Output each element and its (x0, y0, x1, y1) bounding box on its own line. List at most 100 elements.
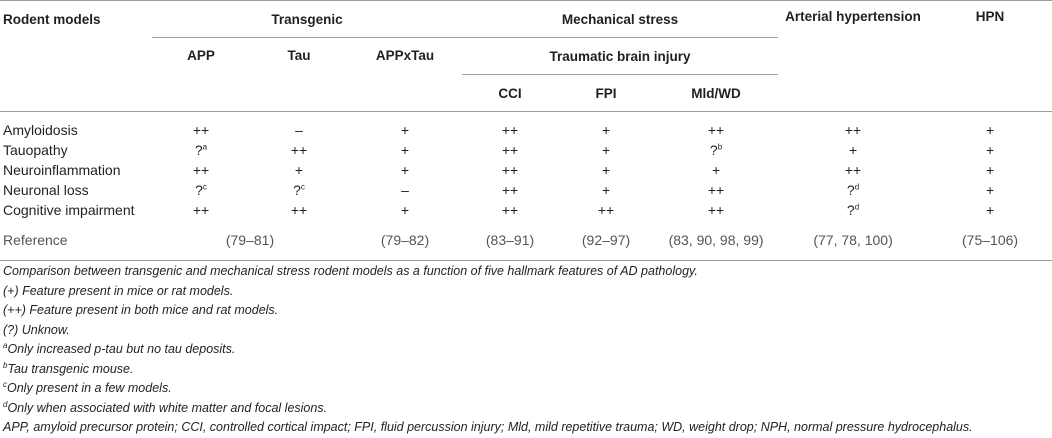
cell-value: ++ (501, 142, 519, 158)
table-cell: + (348, 160, 462, 180)
table-cell: ++ (152, 112, 250, 141)
table-cell: ?d (778, 200, 928, 220)
table-row: Cognitive impairment+++++++++++?d+ (0, 200, 1052, 220)
table-cell: ++ (462, 160, 558, 180)
table-body: Amyloidosis++–+++++++++Tauopathy?a++++++… (0, 112, 1052, 261)
cell-value: ++ (707, 202, 725, 218)
table-cell: ?a (152, 140, 250, 160)
cell-value: ++ (707, 182, 725, 198)
cell-footnote-mark: b (717, 142, 723, 152)
cell-value: ++ (844, 122, 862, 138)
comparison-table: Rodent models Transgenic Mechanical stre… (0, 0, 1052, 261)
header-hpn: HPN (975, 9, 1005, 24)
note-line: (++) Feature present in both mice and ra… (3, 303, 279, 317)
table-cell: ?b (654, 140, 778, 160)
header-cci: CCI (498, 85, 522, 101)
table-cell: + (928, 160, 1052, 180)
cell-value: ++ (192, 162, 210, 178)
footnote-line: dOnly when associated with white matter … (3, 399, 1049, 419)
reference-mldwd: (83, 90, 98, 99) (668, 232, 764, 248)
cell-value: + (985, 142, 995, 158)
cell-value: + (985, 162, 995, 178)
cell-value: ++ (501, 122, 519, 138)
table-cell: ++ (250, 200, 348, 220)
footnote-mark: a (3, 340, 8, 350)
table-cell: + (348, 112, 462, 141)
header-traumatic-brain-injury: Traumatic brain injury (462, 37, 779, 75)
table-cell: + (928, 112, 1052, 141)
footnote-text: Only present in a few models. (7, 381, 172, 395)
reference-row: Reference (79–81) (79–82) (83–91) (92–97… (0, 220, 1052, 261)
table-row: Amyloidosis++–+++++++++ (0, 112, 1052, 141)
cell-value: ? (194, 142, 203, 158)
table-cell: + (778, 140, 928, 160)
table-cell: ++ (558, 200, 654, 220)
cell-value: ++ (192, 202, 210, 218)
cell-value: + (400, 122, 410, 138)
table-cell: ?d (778, 180, 928, 200)
table-cell: ++ (654, 112, 778, 141)
cell-value: – (401, 182, 409, 198)
footnote-text: Only when associated with white matter a… (7, 400, 328, 415)
footnote-text: Tau transgenic mouse. (7, 361, 134, 376)
cell-value: + (601, 182, 611, 198)
cell-value: ++ (501, 162, 519, 178)
footnote-line: cOnly present in a few models. (3, 379, 1049, 399)
cell-value: + (985, 202, 995, 218)
note-line: (?) Unknow. (3, 322, 70, 337)
comparison-table-container: Rodent models Transgenic Mechanical stre… (0, 0, 1052, 261)
table-cell: + (558, 160, 654, 180)
table-cell: + (348, 200, 462, 220)
table-cell: ++ (462, 200, 558, 220)
footnote-mark: c (3, 379, 7, 389)
table-cell: ++ (152, 200, 250, 220)
row-label: Neuroinflammation (3, 162, 121, 178)
table-cell: + (558, 140, 654, 160)
footnote-mark: b (3, 360, 8, 370)
cell-footnote-mark: c (300, 182, 305, 192)
table-cell: + (654, 160, 778, 180)
cell-value: ++ (707, 122, 725, 138)
cell-value: + (294, 162, 304, 178)
cell-value: ++ (290, 202, 308, 218)
reference-appxtau: (79–82) (380, 232, 430, 248)
cell-value: + (601, 122, 611, 138)
table-cell: + (348, 140, 462, 160)
cell-value: ++ (844, 162, 862, 178)
header-empty (778, 75, 928, 112)
cell-footnote-mark: d (854, 202, 860, 212)
table-cell: ++ (654, 200, 778, 220)
header-fpi: FPI (595, 85, 617, 101)
table-cell: ?c (250, 180, 348, 200)
reference-fpi: (92–97) (581, 232, 631, 248)
cell-value: + (400, 162, 410, 178)
cell-value: + (985, 122, 995, 138)
header-app: APP (187, 48, 215, 63)
footnote-line: bTau transgenic mouse. (3, 360, 1049, 380)
table-row: Tauopathy?a++++++?b++ (0, 140, 1052, 160)
table-cell: – (250, 112, 348, 141)
reference-arterial: (77, 78, 100) (813, 232, 893, 248)
table-cell: + (928, 180, 1052, 200)
table-cell: ++ (250, 140, 348, 160)
cell-value: + (601, 162, 611, 178)
cell-value: ++ (597, 202, 615, 218)
table-notes: Comparison between transgenic and mechan… (3, 262, 1049, 438)
table-cell: ++ (778, 160, 928, 180)
cell-value: ? (195, 182, 203, 198)
table-cell: ++ (462, 140, 558, 160)
cell-value: – (295, 122, 303, 138)
header-rodent-models: Rodent models (3, 11, 101, 27)
row-label: Amyloidosis (3, 122, 78, 138)
cell-value: ++ (501, 182, 519, 198)
cell-footnote-mark: c (202, 182, 207, 192)
cell-footnote-mark: d (854, 182, 860, 192)
cell-value: ++ (501, 202, 519, 218)
table-cell: ?c (152, 180, 250, 200)
note-line: (+) Feature present in mice or rat model… (3, 283, 234, 298)
cell-value: ++ (290, 142, 308, 158)
table-cell: ++ (462, 112, 558, 141)
abbreviations-line: APP, amyloid precursor protein; CCI, con… (3, 420, 973, 434)
table-cell: + (558, 112, 654, 141)
table-cell: ++ (462, 180, 558, 200)
